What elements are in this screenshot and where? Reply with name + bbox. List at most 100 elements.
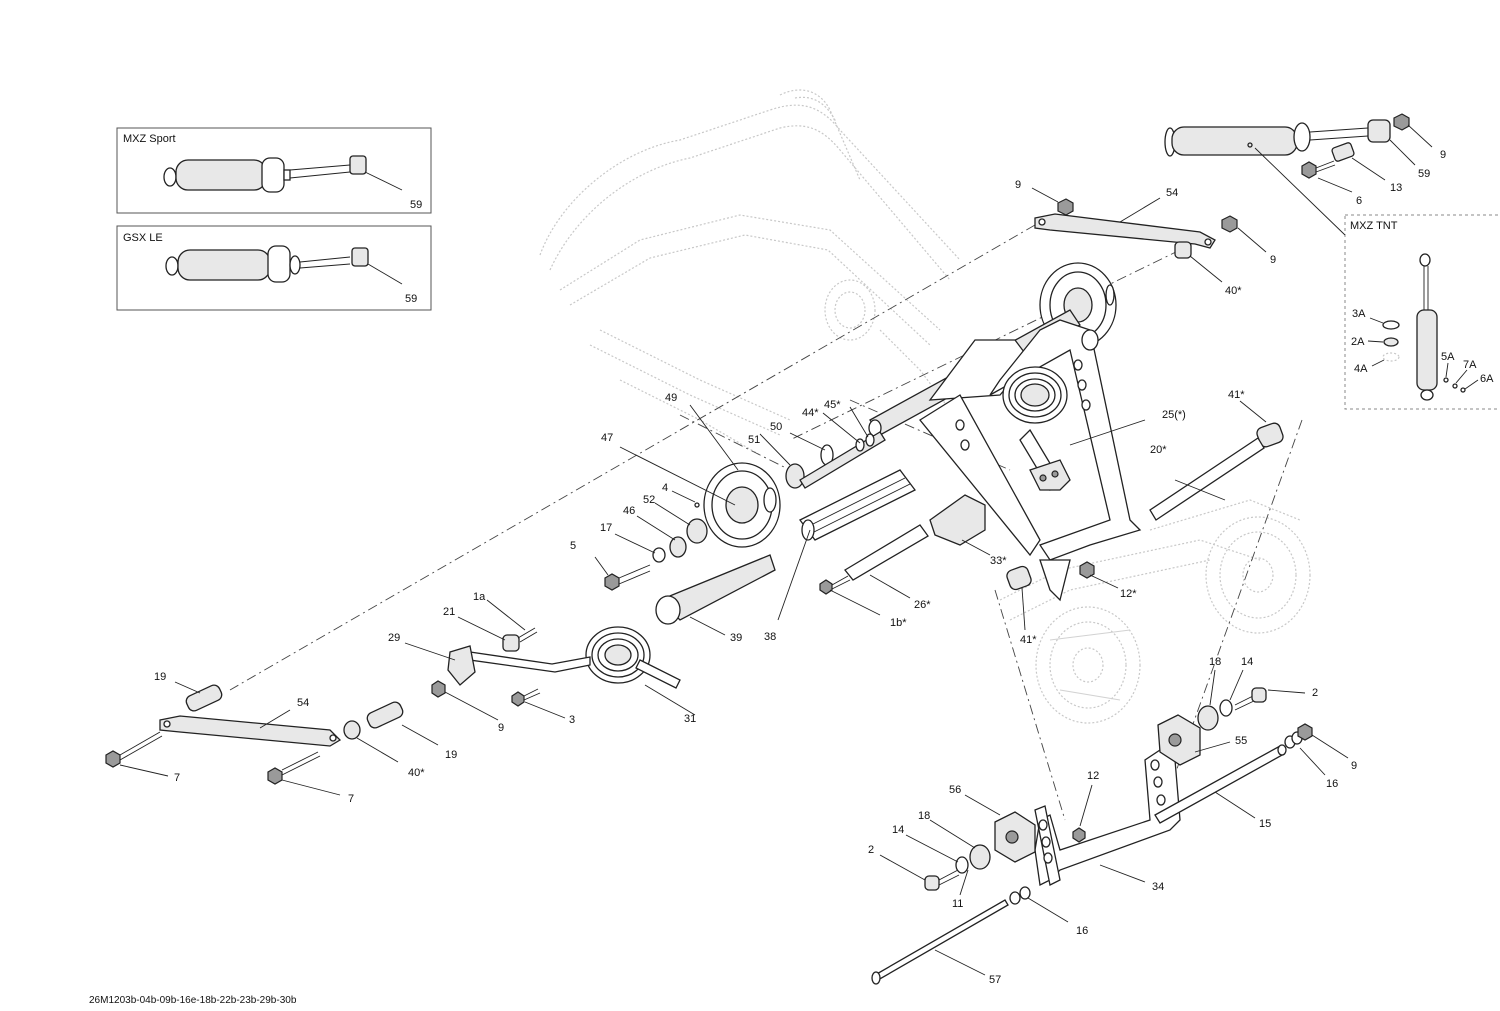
axle-44-45	[799, 431, 886, 489]
callout-3a: 3A	[1352, 308, 1366, 320]
rod-15	[1154, 744, 1287, 824]
spline-shaft-38	[799, 469, 916, 541]
inset-mxz-sport-title: MXZ Sport	[123, 133, 176, 145]
hex-nut-9-top	[1393, 113, 1410, 131]
callout-47: 47	[601, 432, 613, 444]
callout-1b: 1b*	[890, 617, 907, 629]
callout-9-upper-right: 9	[1270, 254, 1276, 266]
callout-21: 21	[443, 606, 455, 618]
bolt-1b	[819, 575, 851, 595]
spacer-18-right	[1197, 705, 1219, 731]
callout-7-lower: 7	[348, 793, 354, 805]
callout-5a: 5A	[1441, 351, 1455, 363]
bolt-7-left	[105, 731, 163, 768]
callout-31: 31	[684, 713, 696, 725]
callout-40-upper: 40*	[1225, 285, 1242, 297]
callout-55: 55	[1235, 735, 1247, 747]
callout-38: 38	[764, 631, 776, 643]
callout-6a: 6A	[1480, 373, 1494, 385]
callout-2-left: 2	[868, 844, 874, 856]
o-ring-3a	[1382, 320, 1400, 330]
callout-16-lower: 16	[1076, 925, 1088, 937]
nut-12	[1072, 827, 1086, 843]
idler-wheel-front	[703, 462, 781, 548]
washer-46	[669, 536, 687, 558]
callout-25: 25(*)	[1162, 409, 1186, 421]
callout-18-right: 18	[1209, 656, 1221, 668]
callout-49: 49	[665, 392, 677, 404]
phantom-suspension-frame	[539, 89, 1311, 724]
callout-54-lower: 54	[297, 697, 309, 709]
callout-9-spring: 9	[498, 722, 504, 734]
bolt-2-left	[924, 869, 960, 891]
inset-mxz-tnt-title: MXZ TNT	[1350, 220, 1398, 232]
callout-4a: 4A	[1354, 363, 1368, 375]
callout-9-top-right: 9	[1440, 149, 1446, 161]
nut-9-spring	[431, 680, 446, 698]
washers-16-lower	[1009, 886, 1031, 905]
spacer-52	[686, 518, 708, 544]
callout-50: 50	[770, 421, 782, 433]
bolt-3	[511, 688, 541, 707]
washer-14-left	[955, 856, 969, 874]
block-33	[929, 494, 986, 546]
callout-51: 51	[748, 434, 760, 446]
callout-7-left: 7	[174, 772, 180, 784]
rear-shock-absorber	[1164, 119, 1391, 157]
torsion-spring-31	[469, 626, 681, 689]
bolt-7-lower	[267, 751, 321, 785]
callout-13: 13	[1390, 182, 1402, 194]
inset-mxz-tnt: MXZ TNT 3A 2A 4A 5A 7A 6A	[1344, 214, 1500, 410]
callout-14-right: 14	[1241, 656, 1253, 668]
callout-57: 57	[989, 974, 1001, 986]
inset-gsx-le-title: GSX LE	[123, 232, 163, 244]
bracket-block	[1029, 459, 1071, 491]
torsion-spring-upper	[1002, 366, 1068, 492]
bushing-19-left	[185, 684, 223, 712]
callout-7a: 7A	[1463, 359, 1477, 371]
callout-labels: 9 59 13 6 9 54 9 40* 49 50 51 44* 45* 47…	[154, 149, 1446, 986]
bushing-40-upper	[1174, 241, 1192, 259]
arm-29	[447, 645, 476, 686]
callout-26: 26*	[914, 599, 931, 611]
pin-7a	[1452, 383, 1458, 389]
tube-20	[1149, 437, 1265, 521]
callout-14-left: 14	[892, 824, 904, 836]
pin-6a	[1460, 387, 1466, 393]
drawing-code: 26M1203b-04b-09b-16e-18b-22b-23b-29b-30b	[89, 995, 297, 1006]
callout-4: 4	[662, 482, 668, 494]
callout-9-upper-link: 9	[1015, 179, 1021, 191]
lower-link-54	[159, 715, 342, 747]
callout-41-lower: 41*	[1020, 634, 1037, 646]
callout-20: 20*	[1150, 444, 1167, 456]
nut-12-star	[1079, 561, 1095, 579]
callout-59-gsx: 59	[405, 293, 417, 305]
bolt-6	[1301, 160, 1336, 179]
bracket-34	[1034, 749, 1181, 886]
callout-59-top-right: 59	[1418, 168, 1430, 180]
callout-12: 12	[1087, 770, 1099, 782]
callout-44: 44*	[802, 407, 819, 419]
callout-15: 15	[1259, 818, 1271, 830]
hex-nut-9-link	[1057, 198, 1074, 216]
upper-link-54	[1034, 213, 1216, 249]
bearing-51	[785, 463, 805, 489]
callout-34: 34	[1152, 881, 1164, 893]
seal-2a	[1383, 337, 1399, 347]
callout-56: 56	[949, 784, 961, 796]
shock-absorber-sport	[163, 155, 367, 193]
spacer-13	[1331, 142, 1355, 162]
washer-4	[694, 502, 700, 508]
callout-19-lower: 19	[445, 749, 457, 761]
callout-6: 6	[1356, 195, 1362, 207]
callout-40-lower: 40*	[408, 767, 425, 779]
shock-absorber-tnt	[1416, 253, 1438, 401]
callout-59-sport: 59	[410, 199, 422, 211]
callout-1a: 1a	[473, 591, 486, 603]
rear-arm-25	[919, 319, 1142, 602]
callout-52: 52	[643, 494, 655, 506]
callout-11: 11	[952, 898, 963, 910]
callout-5: 5	[570, 540, 576, 552]
bolt-1a	[517, 627, 538, 643]
